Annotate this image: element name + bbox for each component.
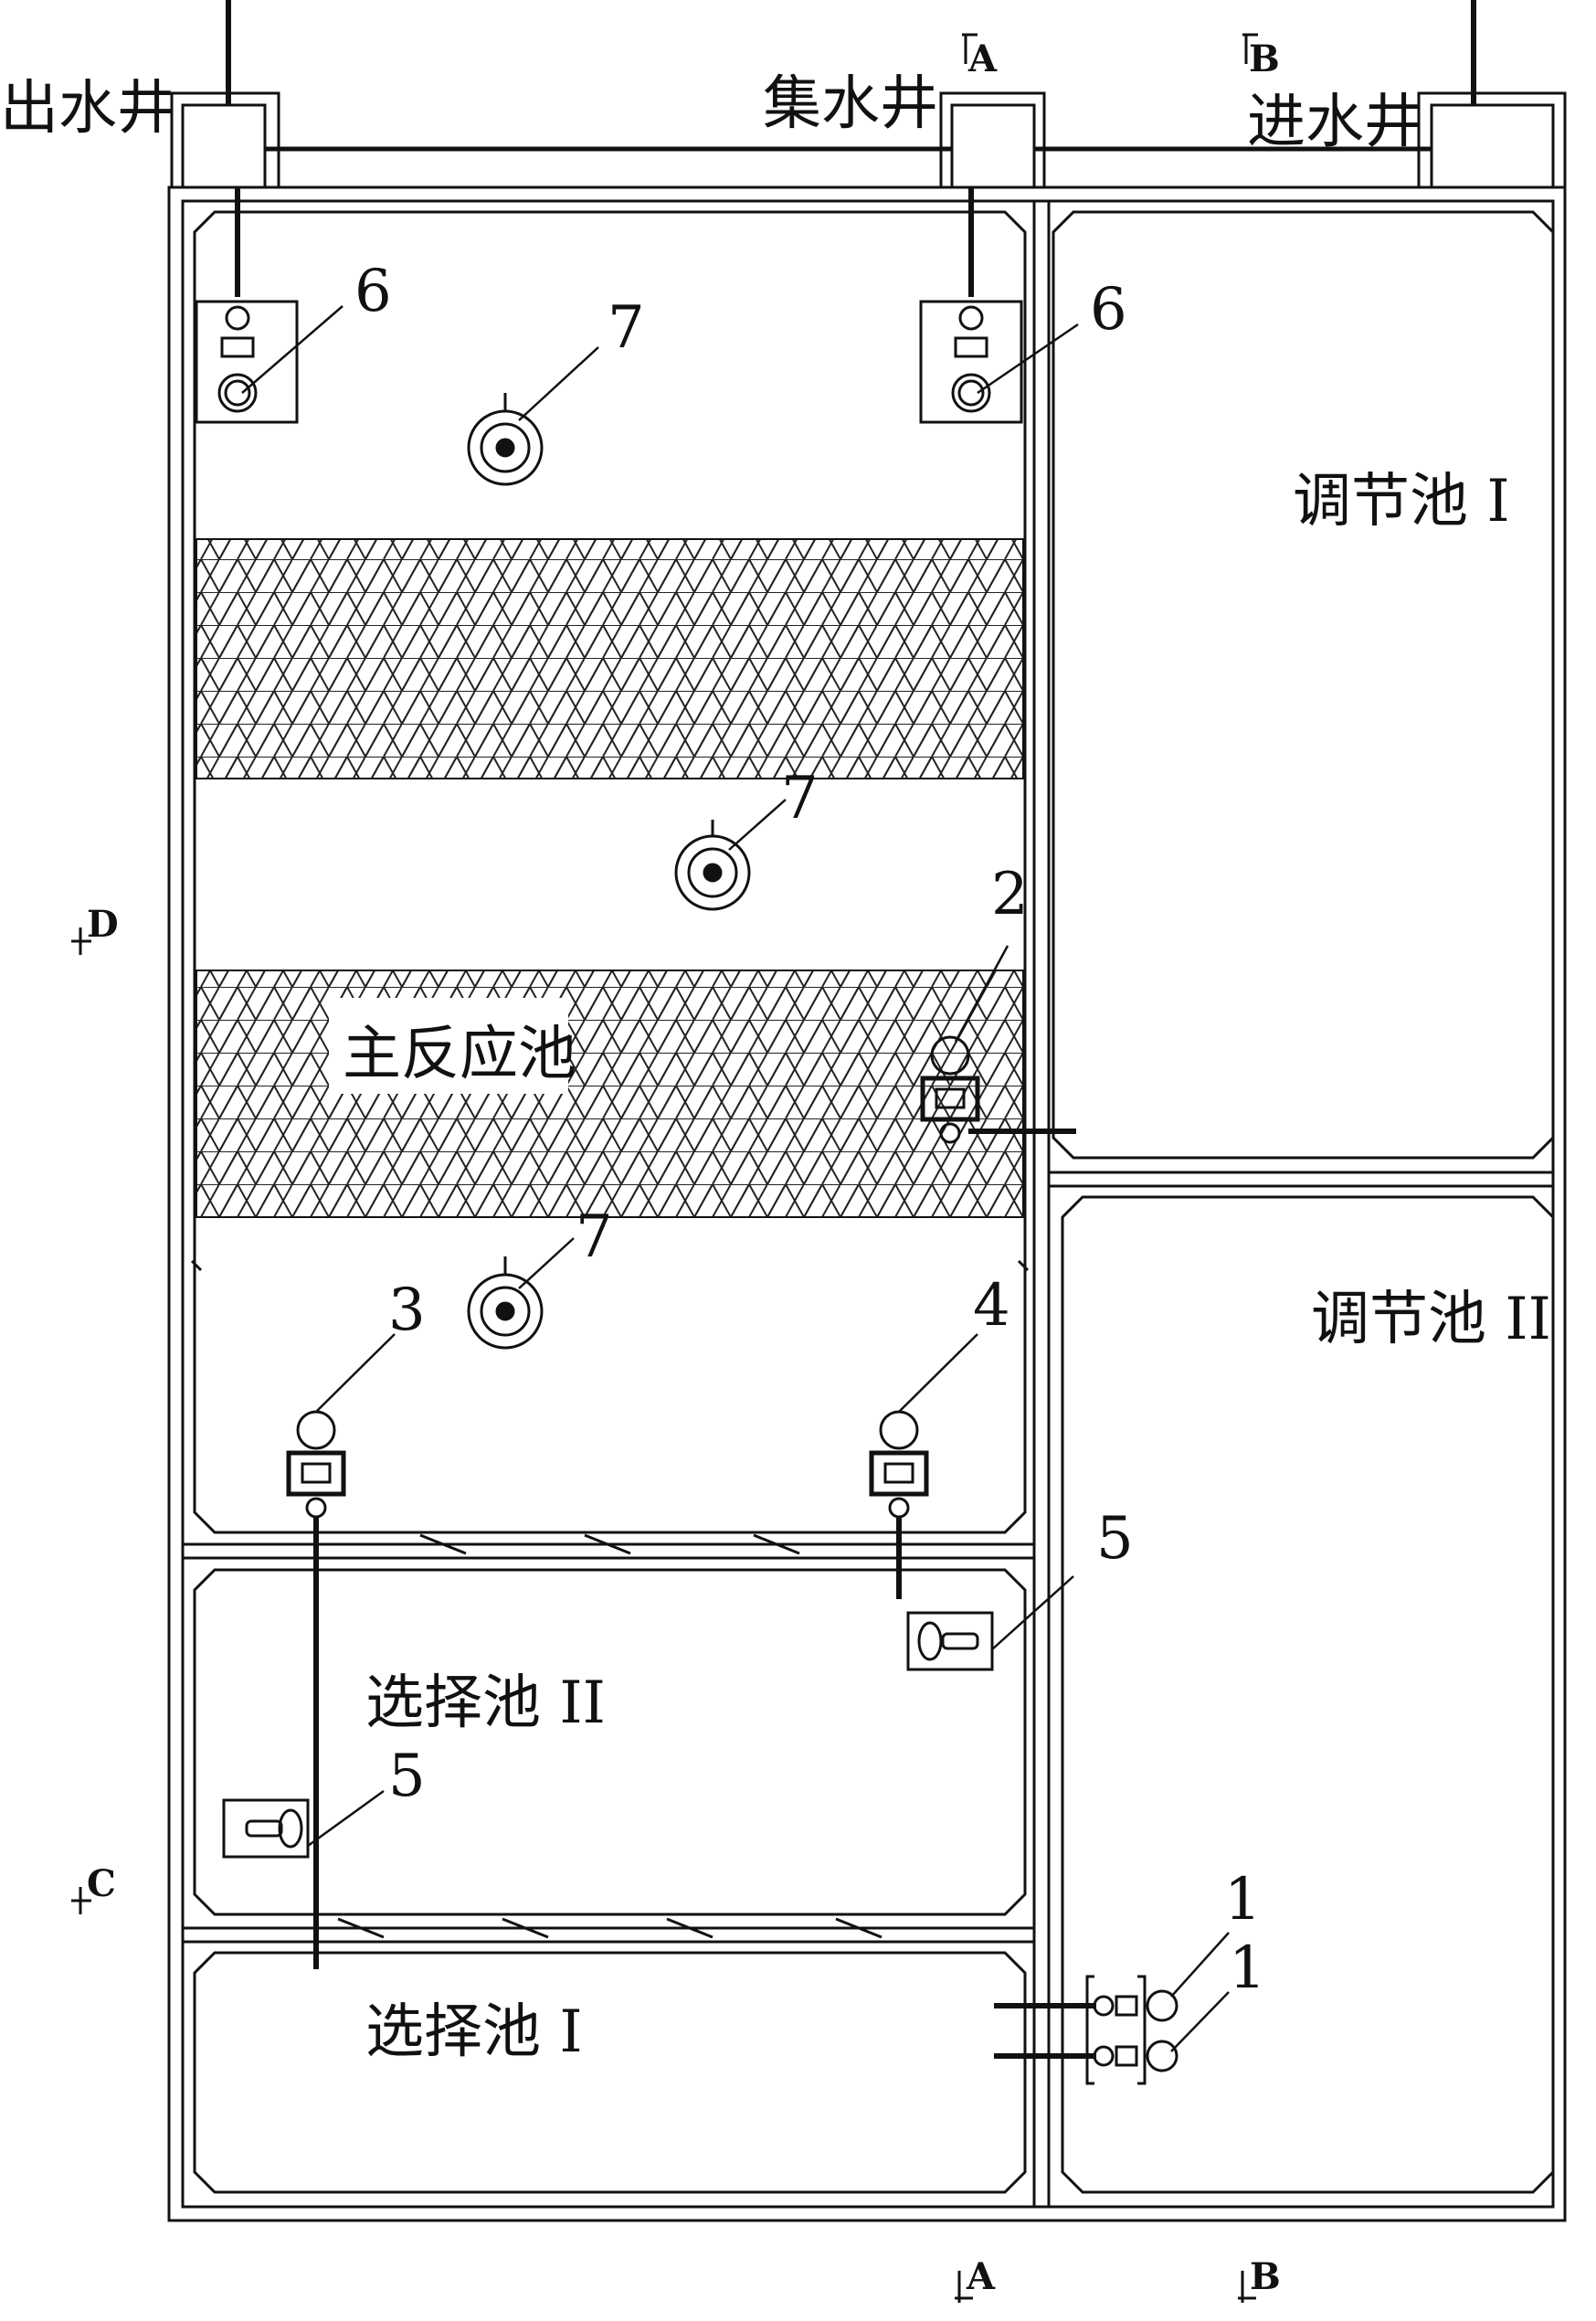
inlet-well-label: 进水井: [1247, 89, 1422, 156]
mixer-icon: [906, 1611, 994, 1671]
section-mark-a-bottom: A: [966, 2255, 996, 2298]
outer-wall-inner: [181, 199, 1555, 2209]
mixer-icon: [222, 1798, 310, 1859]
inlet-well-inner: [1430, 103, 1555, 189]
callout-7: 7: [781, 765, 819, 832]
outlet-well-label: 出水井: [0, 75, 175, 143]
section-mark-d: D: [87, 903, 119, 946]
outlet-well-inner: [181, 103, 267, 189]
outlet-well: [170, 91, 280, 189]
media-zone-lower: [196, 970, 1024, 1218]
sel-tank-2-wall: [193, 1568, 1027, 1916]
section-mark-b-bottom: B: [1250, 2255, 1281, 2298]
sel-tank-1-label: 选择池 I: [365, 1998, 583, 2066]
main-tank-wall: [193, 210, 1027, 1534]
inlet-well: [1417, 91, 1567, 189]
callout-4: 4: [973, 1272, 1010, 1340]
media-zone-upper: [196, 538, 1024, 779]
callout-1: 1: [1224, 1866, 1262, 1934]
reg-tank-2-wall: [1061, 1195, 1555, 2194]
outer-wall-outer: [167, 185, 1567, 2222]
collection-well: [939, 91, 1046, 189]
collection-well-inner: [950, 103, 1036, 189]
main-tank-label: 主反应池: [343, 1021, 576, 1088]
reg-tank-2-label: 调节池 II: [1311, 1286, 1551, 1353]
sel-tank-2-label: 选择池 II: [365, 1669, 606, 1737]
collection-well-label: 集水井: [763, 70, 938, 138]
callout-6: 6: [354, 258, 392, 325]
section-mark-b-top: B: [1249, 37, 1280, 80]
section-mark-a-top: A: [967, 37, 998, 80]
reg-tank-1-wall: [1052, 210, 1555, 1160]
callout-5: 5: [1096, 1505, 1134, 1573]
callout-1: 1: [1229, 1934, 1266, 2002]
reg-tank-1-label: 调节池 I: [1293, 468, 1510, 535]
callout-3: 3: [388, 1277, 426, 1344]
callout-7: 7: [608, 294, 645, 362]
main-tank-label-bg: [329, 998, 568, 1094]
callout-7: 7: [576, 1203, 613, 1271]
sel-tank-1-wall: [193, 1951, 1027, 2194]
callout-2: 2: [991, 861, 1029, 928]
section-mark-c: C: [87, 1862, 116, 1905]
callout-6: 6: [1090, 276, 1127, 344]
callout-5: 5: [388, 1743, 426, 1810]
